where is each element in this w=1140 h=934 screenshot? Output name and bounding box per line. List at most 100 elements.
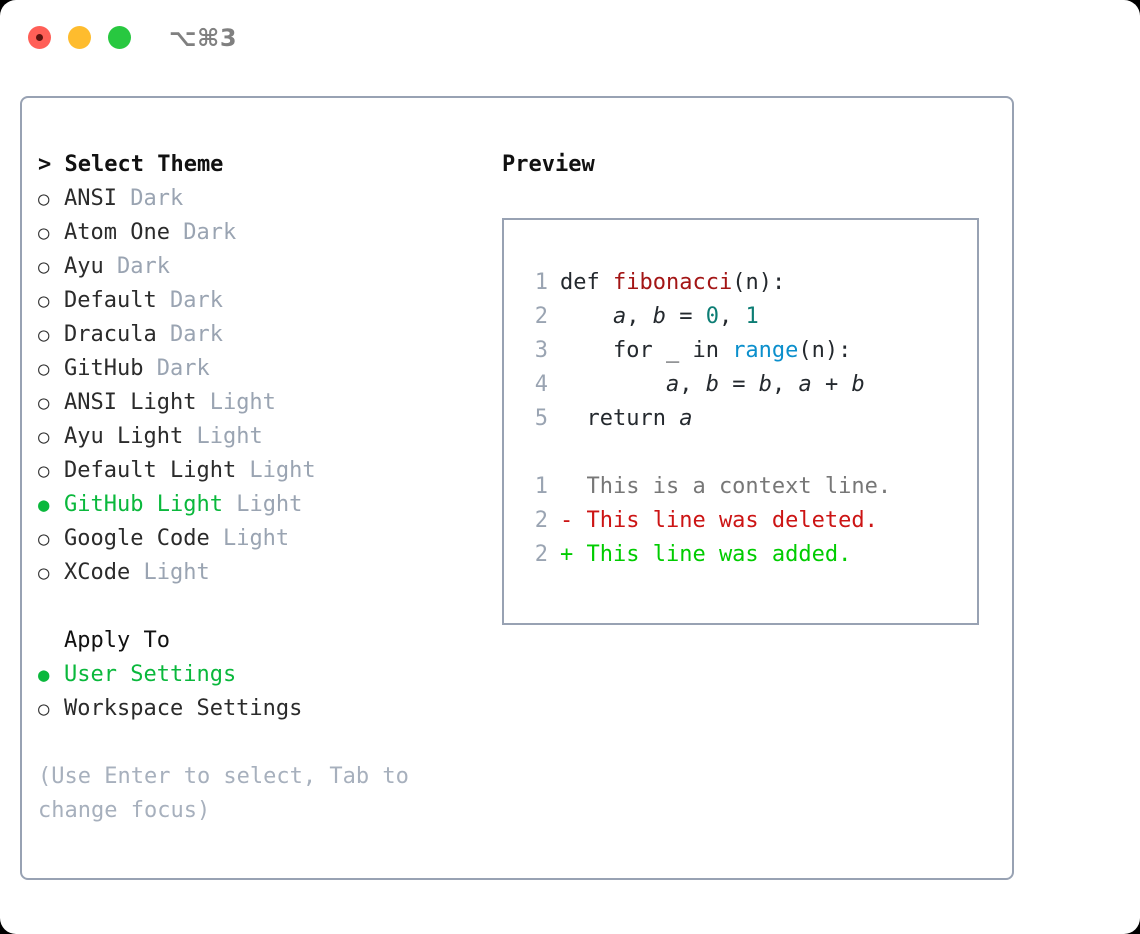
diff-line-number: 2 <box>534 542 548 567</box>
code-token: = <box>665 304 706 329</box>
radio-unselected-icon: ○ <box>38 188 50 210</box>
diff-line-content: This is a context line. <box>560 474 892 499</box>
radio-unselected-icon: ○ <box>38 698 50 720</box>
apply-to-option-label: User Settings <box>64 662 237 687</box>
keyboard-hint-text: (Use Enter to select, Tab to change focu… <box>38 764 423 823</box>
theme-option-kind: Dark <box>169 220 237 245</box>
theme-option-kind: Light <box>183 424 263 449</box>
theme-option-dracula[interactable]: ○ Dracula Dark <box>38 318 488 352</box>
keyboard-shortcut-label: ⌥⌘3 <box>169 24 238 52</box>
select-theme-header: > Select Theme <box>38 152 224 177</box>
code-diff-spacer <box>518 436 977 470</box>
theme-option-label: Ayu <box>64 254 104 279</box>
theme-option-kind: Dark <box>116 186 184 211</box>
apply-to-option-list: ● User Settings ○ Workspace Settings <box>38 658 488 726</box>
theme-option-label: ANSI <box>64 186 117 211</box>
code-line-content: a, b = 0, 1 <box>560 300 759 334</box>
code-line: 5 return a <box>518 402 977 436</box>
apply-to-option-label: Workspace Settings <box>64 696 303 721</box>
code-token: , <box>679 372 706 397</box>
code-token: , <box>771 372 799 397</box>
apply-to-option-workspace-settings[interactable]: ○ Workspace Settings <box>38 692 488 726</box>
theme-option-xcode[interactable]: ○XCode Light <box>38 556 488 590</box>
code-line-number: 2 <box>534 304 548 329</box>
code-line-content: for _ in range(n): <box>560 334 851 368</box>
radio-unselected-icon: ○ <box>38 392 50 414</box>
close-button-icon[interactable] <box>28 26 51 49</box>
code-token: fibonacci <box>612 270 733 295</box>
code-token: (n): <box>732 270 786 295</box>
theme-option-ayu-light[interactable]: ○ Ayu Light Light <box>38 420 488 454</box>
maximize-button-icon[interactable] <box>108 26 131 49</box>
code-line-content: a, b = b, a + b <box>560 368 865 402</box>
radio-selected-icon: ● <box>38 664 50 686</box>
title-bar: ⌥⌘3 <box>0 0 1140 78</box>
main-panel: > Select Theme ○ANSI Dark○Atom One Dark○… <box>20 96 1014 880</box>
code-line-number: 5 <box>534 406 548 431</box>
theme-option-kind: Light <box>222 492 303 517</box>
theme-option-list: ○ANSI Dark○Atom One Dark○Ayu Dark○Defaul… <box>38 182 488 590</box>
theme-option-kind: Dark <box>156 322 223 347</box>
theme-option-label: XCode <box>64 560 131 585</box>
theme-option-default-light[interactable]: ○Default Light Light <box>38 454 488 488</box>
apply-to-option-user-settings[interactable]: ● User Settings <box>38 658 488 692</box>
radio-unselected-icon: ○ <box>38 290 50 312</box>
theme-option-github[interactable]: ○GitHub Dark <box>38 352 488 386</box>
theme-option-kind: Dark <box>103 254 170 279</box>
code-token: = <box>718 372 759 397</box>
code-token: + <box>811 372 852 397</box>
theme-option-kind: Light <box>196 390 276 415</box>
code-line: 4 a, b = b, a + b <box>518 368 977 402</box>
code-line-content: def fibonacci(n): <box>560 266 785 300</box>
theme-option-default[interactable]: ○Default Dark <box>38 284 488 318</box>
radio-unselected-icon: ○ <box>38 324 50 346</box>
radio-unselected-icon: ○ <box>38 222 50 244</box>
radio-unselected-icon: ○ <box>38 460 50 482</box>
diff-line-deleted: 2 - This line was deleted. <box>518 504 977 538</box>
diff-line-added: 2 + This line was added. <box>518 538 977 572</box>
traffic-light-group <box>28 26 131 49</box>
theme-option-label: Ayu Light <box>64 424 184 449</box>
theme-option-label: ANSI Light <box>64 390 197 415</box>
theme-option-google-code[interactable]: ○Google Code Light <box>38 522 488 556</box>
diff-line-context: 1 This is a context line. <box>518 470 977 504</box>
theme-option-label: Default <box>64 288 157 313</box>
diff-line-content: - This line was deleted. <box>560 508 878 533</box>
theme-option-kind: Dark <box>143 356 210 381</box>
radio-unselected-icon: ○ <box>38 256 50 278</box>
apply-to-header: Apply To <box>64 628 170 653</box>
diff-line-number: 2 <box>534 508 548 533</box>
diff-line-number: 1 <box>534 474 548 499</box>
theme-option-github-light[interactable]: ●GitHub Light Light <box>38 488 488 522</box>
theme-option-atom-one[interactable]: ○ Atom One Dark <box>38 216 488 250</box>
code-token: b <box>652 304 666 329</box>
theme-option-kind: Light <box>130 560 210 585</box>
code-token: for _ in <box>560 338 733 363</box>
code-token: b <box>705 372 719 397</box>
diff-sample: 1 This is a context line. 2 - This line wa… <box>518 470 977 572</box>
code-line-content: return a <box>560 402 692 436</box>
code-token: def <box>560 270 613 295</box>
code-token: range <box>732 338 799 363</box>
theme-option-label: Google Code <box>64 526 210 551</box>
theme-option-label: Dracula <box>64 322 157 347</box>
radio-unselected-icon: ○ <box>38 426 50 448</box>
theme-option-kind: Light <box>209 526 290 551</box>
code-line-number: 3 <box>534 338 548 363</box>
theme-option-label: Atom One <box>64 220 170 245</box>
preview-title: Preview <box>502 152 595 177</box>
code-token: , <box>626 304 653 329</box>
code-token: b <box>851 372 865 397</box>
minimize-button-icon[interactable] <box>68 26 91 49</box>
theme-option-ayu[interactable]: ○ Ayu Dark <box>38 250 488 284</box>
theme-option-ansi-light[interactable]: ○ ANSI Light Light <box>38 386 488 420</box>
code-token <box>560 372 666 397</box>
theme-option-ansi[interactable]: ○ ANSI Dark <box>38 182 488 216</box>
diff-line-content: + This line was added. <box>560 542 852 567</box>
code-line-number: 4 <box>534 372 548 397</box>
code-token: 0 <box>705 304 719 329</box>
